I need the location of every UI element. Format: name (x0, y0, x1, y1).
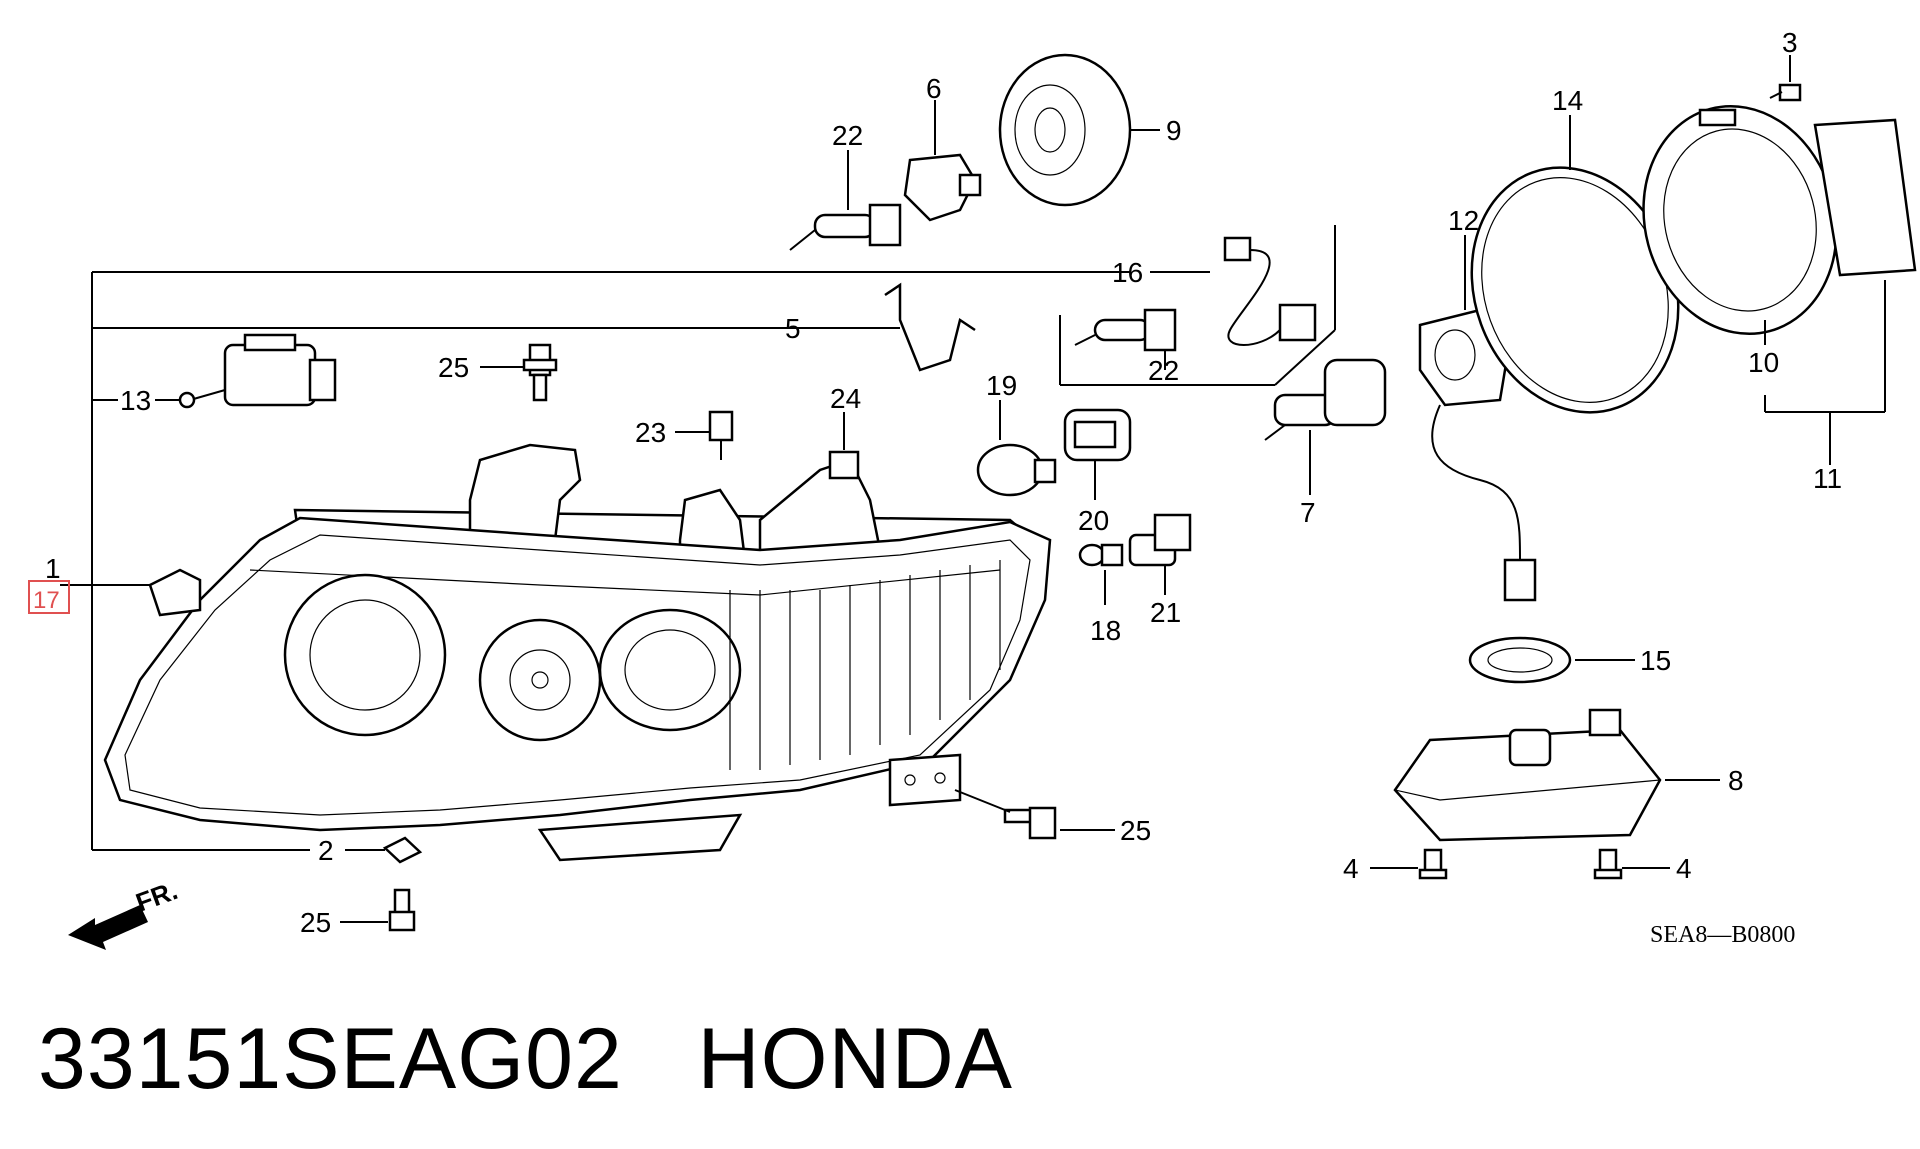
bolt (1003, 806, 1057, 840)
callout-1: 1 (45, 553, 61, 584)
headlight-assembly (103, 443, 1052, 862)
callout-22: 22 (832, 120, 863, 151)
callout-11: 11 (1813, 463, 1842, 494)
callout-17[interactable]: 17 (33, 587, 60, 614)
callout-19: 19 (986, 370, 1017, 401)
callout-9: 9 (1166, 115, 1182, 146)
front-arrow-label: FR. (132, 875, 182, 918)
nut (828, 450, 860, 480)
screw (1769, 83, 1802, 102)
mini-bulb (1078, 543, 1124, 567)
dust-cap (998, 53, 1132, 207)
diagram-code: SEA8—B0800 (1650, 922, 1795, 948)
ballast-unit (1393, 708, 1662, 842)
callout-16: 16 (1112, 257, 1143, 288)
callout-5: 5 (785, 313, 801, 344)
part-number: 33151SEAG02 (38, 1011, 623, 1107)
callout-25: 25 (300, 907, 331, 938)
bolt (522, 343, 558, 402)
callout-4: 4 (1676, 853, 1692, 884)
halogen-bulb (789, 203, 902, 251)
callout-7: 7 (1300, 497, 1316, 528)
callout-4: 4 (1343, 853, 1359, 884)
callout-12: 12 (1448, 205, 1479, 236)
callout-10: 10 (1748, 347, 1779, 378)
gasket (1468, 636, 1572, 684)
callout-8: 8 (1728, 765, 1744, 796)
callout-6: 6 (926, 73, 942, 104)
rear-cover (1642, 104, 1917, 336)
callout-23: 23 (635, 417, 666, 448)
clip (708, 410, 734, 460)
callout-21: 21 (1150, 597, 1181, 628)
hid-bulb (1264, 358, 1387, 441)
brand-name: HONDA (697, 1011, 1014, 1107)
callout-25: 25 (438, 352, 469, 383)
callout-15: 15 (1640, 645, 1671, 676)
spring-clip (884, 282, 976, 372)
halogen-bulb (1074, 308, 1177, 352)
part-number-title: 33151SEAG02 HONDA (38, 1010, 1013, 1109)
callout-2: 2 (318, 835, 334, 866)
callout-22: 22 (1148, 355, 1179, 386)
screw (1418, 848, 1448, 880)
wedge-bulb (976, 443, 1057, 497)
bulb-socket (903, 153, 982, 222)
callout-14: 14 (1552, 85, 1583, 116)
leveling-motor (178, 333, 337, 409)
callout-13: 13 (120, 385, 151, 416)
signal-socket (1063, 408, 1132, 462)
callout-20: 20 (1078, 505, 1109, 536)
callout-25: 25 (1120, 815, 1151, 846)
socket-harness (1059, 225, 1336, 386)
clip-nut (382, 836, 423, 864)
front-arrow: FR. (68, 875, 181, 950)
screw (1593, 848, 1623, 880)
callout-17-highlight[interactable] (28, 580, 70, 614)
callout-3: 3 (1782, 27, 1798, 58)
bolt (388, 888, 416, 932)
callout-24: 24 (830, 383, 861, 414)
callout-labels: 1 17 2 3 4 4 5 6 7 8 9 10 11 12 13 14 15… (28, 27, 1842, 948)
marker-socket (1128, 513, 1192, 567)
callout-18: 18 (1090, 615, 1121, 646)
